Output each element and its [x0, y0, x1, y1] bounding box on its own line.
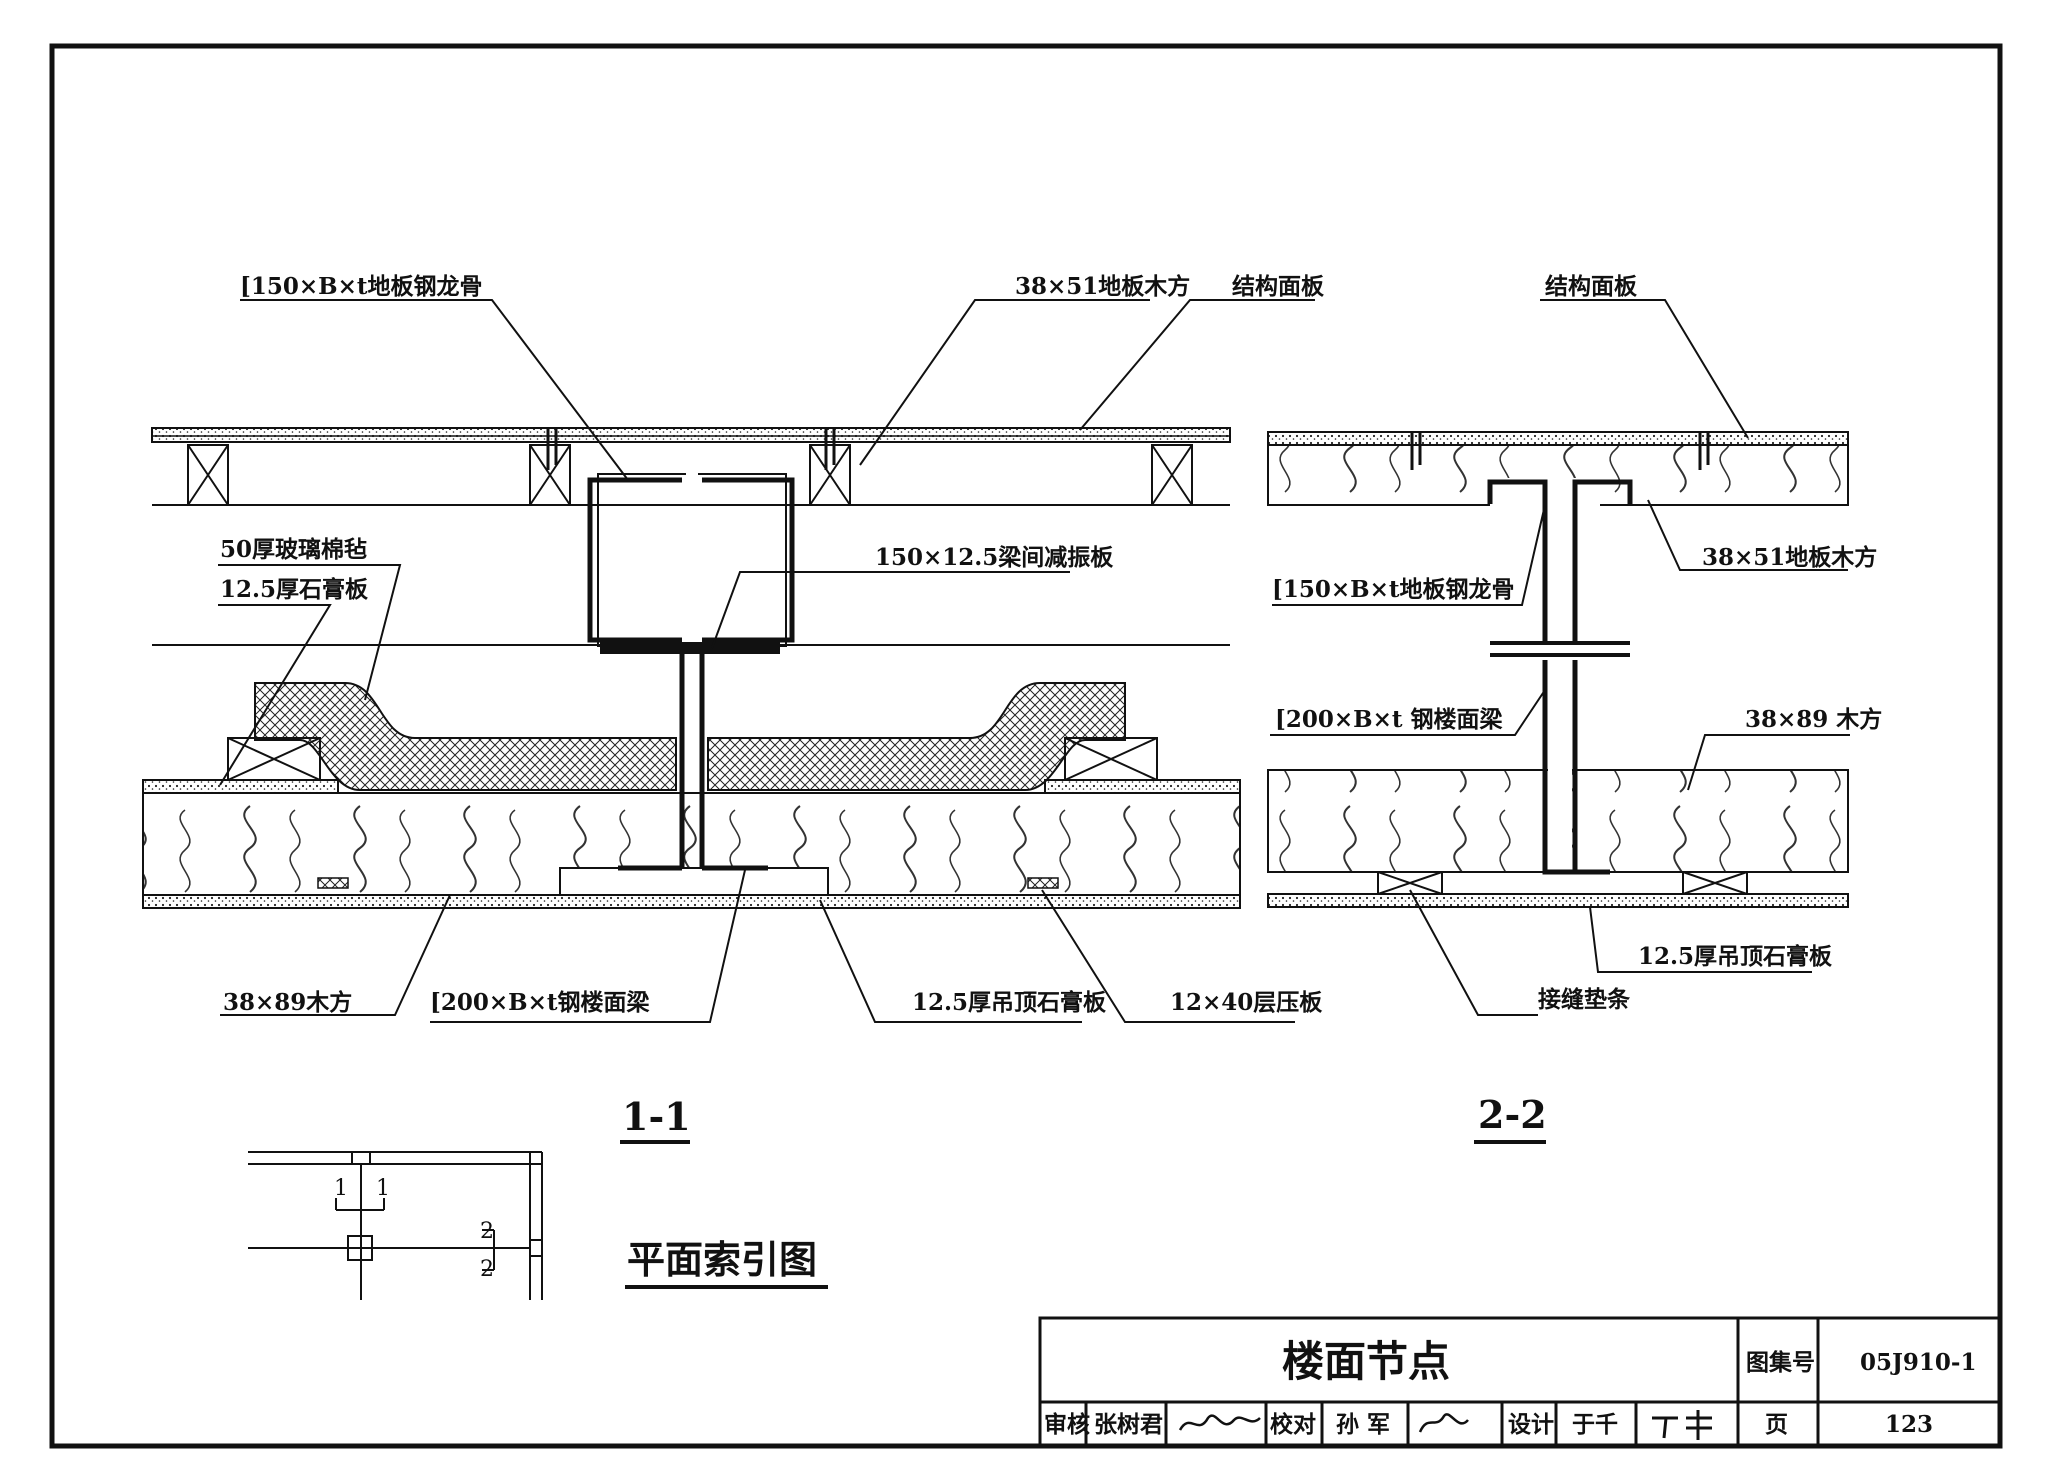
- glass-wool-blanket: [707, 682, 1126, 791]
- section-2-2: 结构面板 38×51地板木方 [150×B×t地板钢龙骨 [200×B×t 钢楼…: [1267, 273, 1882, 1144]
- glass-wool-blanket: [254, 682, 677, 791]
- check-label: 校对: [1270, 1411, 1316, 1438]
- label-glass-wool: 50厚玻璃棉毡: [220, 536, 367, 563]
- steel-floor-joist: [1487, 479, 1633, 645]
- page-number: 123: [1885, 1411, 1933, 1438]
- label-structural-panel: 结构面板: [1232, 273, 1325, 300]
- label-joint-strip: 接缝垫条: [1538, 986, 1630, 1013]
- section-1-1: [150×B×t地板钢龙骨 38×51地板木方 结构面板 50厚玻璃棉毡 12.…: [142, 273, 1325, 1144]
- steel-floor-joists: [587, 473, 795, 647]
- structural-panel: [1267, 431, 1849, 446]
- label-nailer: 38×51地板木方: [1702, 544, 1877, 571]
- title-block: [1038, 1316, 2002, 1448]
- signature-checker: [1418, 1413, 1469, 1433]
- review-label: 审核: [1044, 1411, 1090, 1438]
- signature-designer: [1652, 1410, 1712, 1440]
- key-plan-mark-1a: 1: [334, 1176, 348, 1201]
- drawing-title: 楼面节点: [1282, 1337, 1450, 1386]
- structural-panel: [151, 427, 1231, 443]
- label-floor-joist: [150×B×t地板钢龙骨: [1272, 576, 1515, 603]
- ceiling-gypsum: [142, 894, 1241, 909]
- design-label: 设计: [1508, 1411, 1554, 1438]
- label-ceiling-gypsum: 12.5厚吊顶石膏板: [912, 989, 1107, 1016]
- label-ceiling-gypsum: 12.5厚吊顶石膏板: [1638, 943, 1833, 970]
- key-plan-title: 平面索引图: [627, 1237, 817, 1282]
- key-plan-mark-1b: 1: [376, 1176, 390, 1201]
- joint-strips: [1377, 871, 1748, 895]
- label-damping-plate: 150×12.5梁间减振板: [875, 544, 1114, 571]
- label-plywood: 12×40层压板: [1170, 989, 1323, 1016]
- nailer-blocks: [187, 444, 1193, 506]
- label-timber-38x89: 38×89木方: [223, 989, 352, 1016]
- label-timber-38x89: 38×89 木方: [1745, 706, 1882, 733]
- page-label: 页: [1765, 1411, 1788, 1438]
- label-nailer: 38×51地板木方: [1015, 273, 1190, 300]
- label-floor-joist: [150×B×t地板钢龙骨: [240, 273, 483, 300]
- label-floor-beam: [200×B×t 钢楼面梁: [1275, 706, 1503, 733]
- designer-name: 于千: [1572, 1411, 1618, 1438]
- ceiling-gypsum: [1267, 893, 1849, 908]
- atlas-number: 05J910-1: [1860, 1349, 1976, 1376]
- key-plan-mark-2a: 2: [480, 1219, 494, 1244]
- section-title-1-1: 1-1: [622, 1094, 691, 1139]
- section-title-2-2: 2-2: [1478, 1092, 1547, 1137]
- damping-plate: [600, 642, 780, 654]
- key-plan: [248, 1151, 543, 1300]
- label-floor-beam: [200×B×t钢楼面梁: [430, 989, 650, 1016]
- label-gypsum-board: 12.5厚石膏板: [220, 576, 369, 603]
- reviewer-name: 张树君: [1094, 1411, 1163, 1438]
- sheet-border: [49, 43, 2003, 1449]
- signature-reviewer: [1178, 1414, 1261, 1431]
- steel-floor-beam: [1542, 660, 1610, 875]
- key-plan-mark-2b: 2: [480, 1257, 494, 1282]
- label-structural-panel: 结构面板: [1545, 273, 1638, 300]
- checker-name: 孙 军: [1336, 1411, 1390, 1438]
- atlas-number-label: 图集号: [1746, 1349, 1815, 1376]
